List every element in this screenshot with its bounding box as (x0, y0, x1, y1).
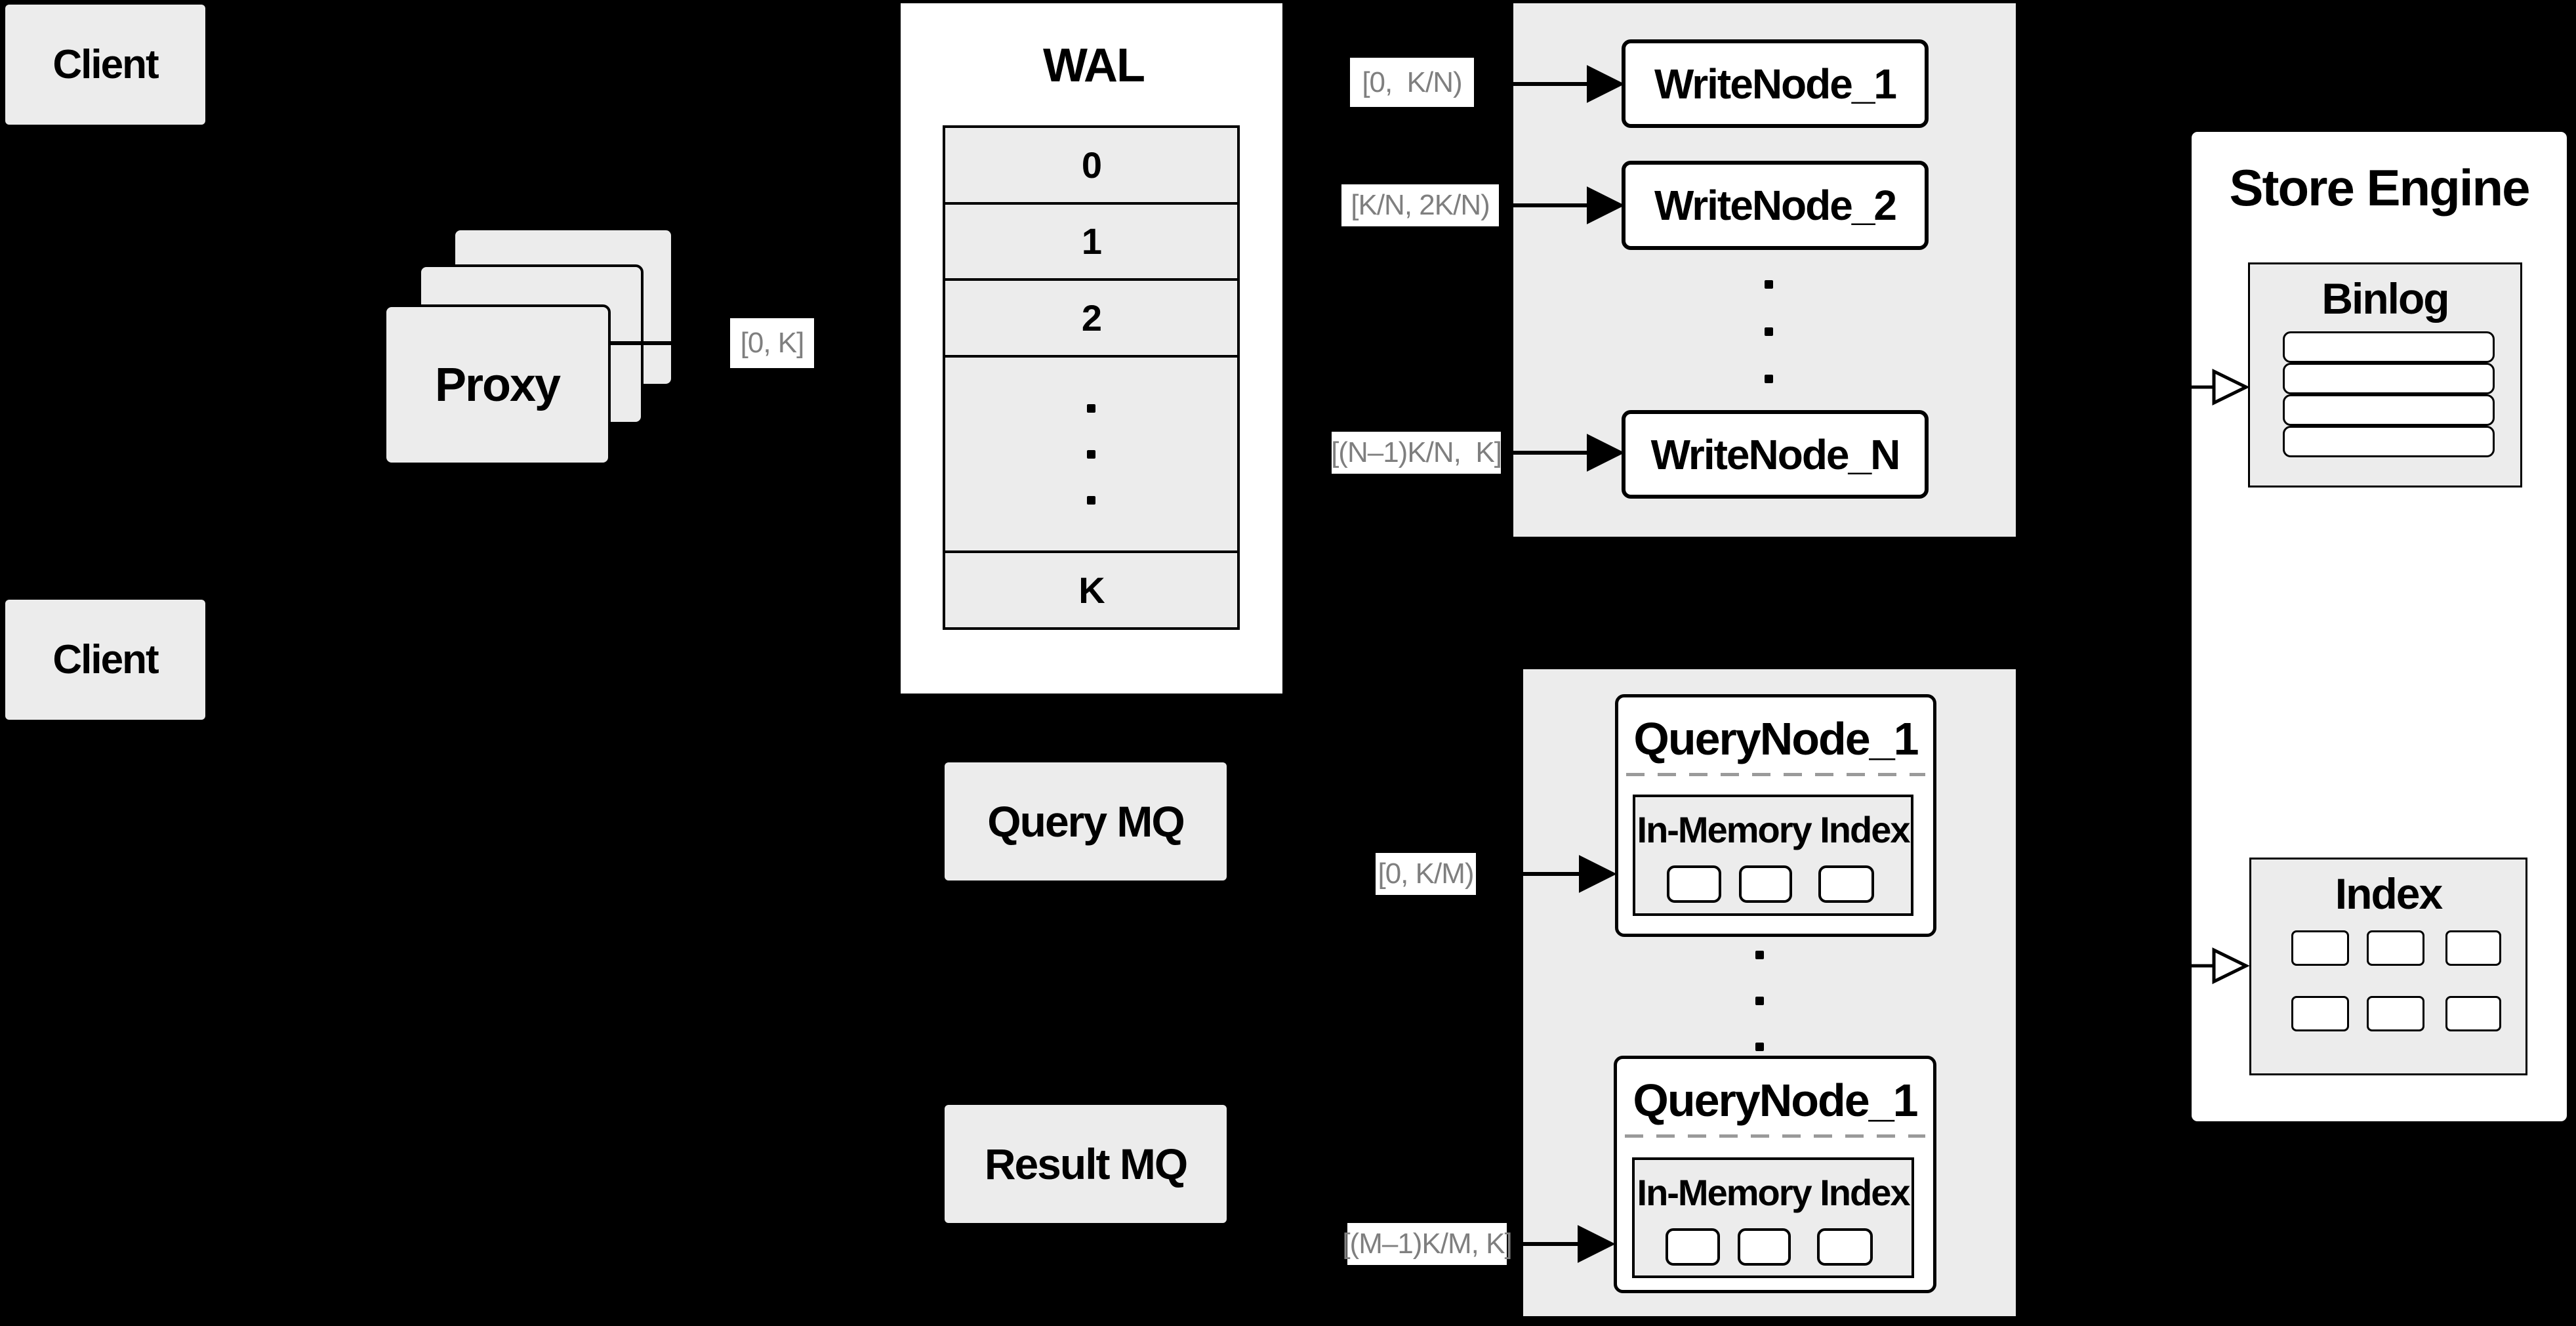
segment-cell (1739, 865, 1792, 903)
in-memory-index-bottom-label: In-Memory Index (1637, 1171, 1911, 1213)
segment-cell (1738, 1228, 1791, 1266)
store-engine-box: Store Engine Binlog Index (2190, 130, 2569, 1123)
write-nodes-ellipsis-icon (1765, 280, 1773, 383)
index-cell (2445, 996, 2501, 1031)
segment-cell (1667, 865, 1721, 903)
store-engine-label: Store Engine (2229, 158, 2530, 217)
write-node-2-box: WriteNode_2 (1622, 161, 1929, 250)
query-node-bottom-separator (1625, 1134, 1925, 1138)
binlog-label: Binlog (2321, 274, 2449, 323)
index-box: Index (2249, 858, 2527, 1075)
in-memory-index-top-label: In-Memory Index (1637, 808, 1911, 850)
write-node-2-label: WriteNode_2 (1654, 182, 1897, 229)
wal-row-2-label: 2 (1081, 297, 1102, 339)
range-label-write-n: [(N–1)K/N, K] (1331, 432, 1502, 474)
query-node-bottom-box: QueryNode_1 In-Memory Index (1614, 1056, 1936, 1293)
in-memory-index-top-title-wrap: In-Memory Index (1635, 806, 1911, 852)
write-node-1-box: WriteNode_1 (1622, 39, 1929, 128)
range-label-query-m: [(M–1)K/M, K] (1342, 1223, 1513, 1265)
write-node-1-label: WriteNode_1 (1654, 60, 1897, 108)
wal-row-0-label: 0 (1081, 144, 1102, 186)
proxy-front-card: Proxy (384, 304, 611, 465)
index-cell (2291, 930, 2349, 966)
segment-cell (1817, 1228, 1873, 1266)
wal-row-1: 1 (945, 204, 1237, 281)
query-node-top-label: QueryNode_1 (1633, 713, 1919, 764)
index-cell (2291, 996, 2349, 1031)
range-label-query-1: [0, K/M) (1376, 853, 1476, 895)
wal-row-ellipsis (945, 357, 1237, 554)
binlog-title-wrap: Binlog (2250, 272, 2520, 325)
segment-cell (1666, 1228, 1720, 1266)
wal-box: WAL 0 1 2 K (899, 1, 1284, 695)
index-cell (2367, 930, 2424, 966)
binlog-row (2283, 426, 2495, 457)
query-mq-box: Query MQ (945, 762, 1227, 881)
write-node-n-box: WriteNode_N (1622, 410, 1929, 499)
index-label: Index (2335, 869, 2443, 918)
client-bottom-box: Client (5, 600, 205, 720)
range-label-write-1: [0, K/N) (1350, 58, 1474, 107)
query-node-top-separator (1626, 773, 1925, 776)
wal-row-0: 0 (945, 128, 1237, 205)
query-node-top-box: QueryNode_1 In-Memory Index (1615, 694, 1936, 937)
client-top-label: Client (52, 42, 159, 87)
wal-title-wrap: WAL (901, 30, 1286, 102)
in-memory-index-bottom-title-wrap: In-Memory Index (1635, 1169, 1912, 1215)
write-node-n-label: WriteNode_N (1650, 430, 1901, 478)
query-mq-label: Query MQ (987, 797, 1185, 846)
wal-row-k-label: K (1078, 570, 1105, 611)
client-bottom-label: Client (52, 637, 159, 682)
segment-cell (1818, 865, 1874, 903)
binlog-row (2283, 363, 2495, 394)
query-node-bottom-label: QueryNode_1 (1633, 1075, 1918, 1126)
proxy-label: Proxy (434, 358, 561, 411)
wal-title: WAL (1043, 39, 1145, 92)
wal-ellipsis-icon (1087, 404, 1095, 505)
in-memory-index-top-box: In-Memory Index (1633, 795, 1913, 916)
index-cell (2367, 996, 2424, 1031)
result-mq-box: Result MQ (945, 1105, 1227, 1223)
index-title-wrap: Index (2251, 867, 2525, 920)
wal-row-2: 2 (945, 281, 1237, 358)
range-label-proxy-wal: [0, K] (730, 318, 814, 368)
query-nodes-ellipsis-icon (1755, 951, 1764, 1051)
binlog-row (2283, 394, 2495, 426)
query-node-bottom-title-wrap: QueryNode_1 (1617, 1071, 1933, 1130)
result-mq-label: Result MQ (984, 1140, 1188, 1188)
binlog-row (2283, 331, 2495, 363)
binlog-box: Binlog (2248, 262, 2522, 487)
query-node-top-title-wrap: QueryNode_1 (1618, 709, 1933, 768)
wal-row-1-label: 1 (1081, 220, 1102, 262)
client-top-box: Client (5, 5, 205, 125)
wal-table: 0 1 2 K (943, 125, 1240, 630)
index-cell (2445, 930, 2501, 966)
wal-row-k: K (945, 553, 1237, 627)
store-engine-title-wrap: Store Engine (2192, 158, 2567, 217)
in-memory-index-bottom-box: In-Memory Index (1632, 1157, 1914, 1278)
range-label-write-2: [K/N, 2K/N) (1341, 184, 1499, 226)
